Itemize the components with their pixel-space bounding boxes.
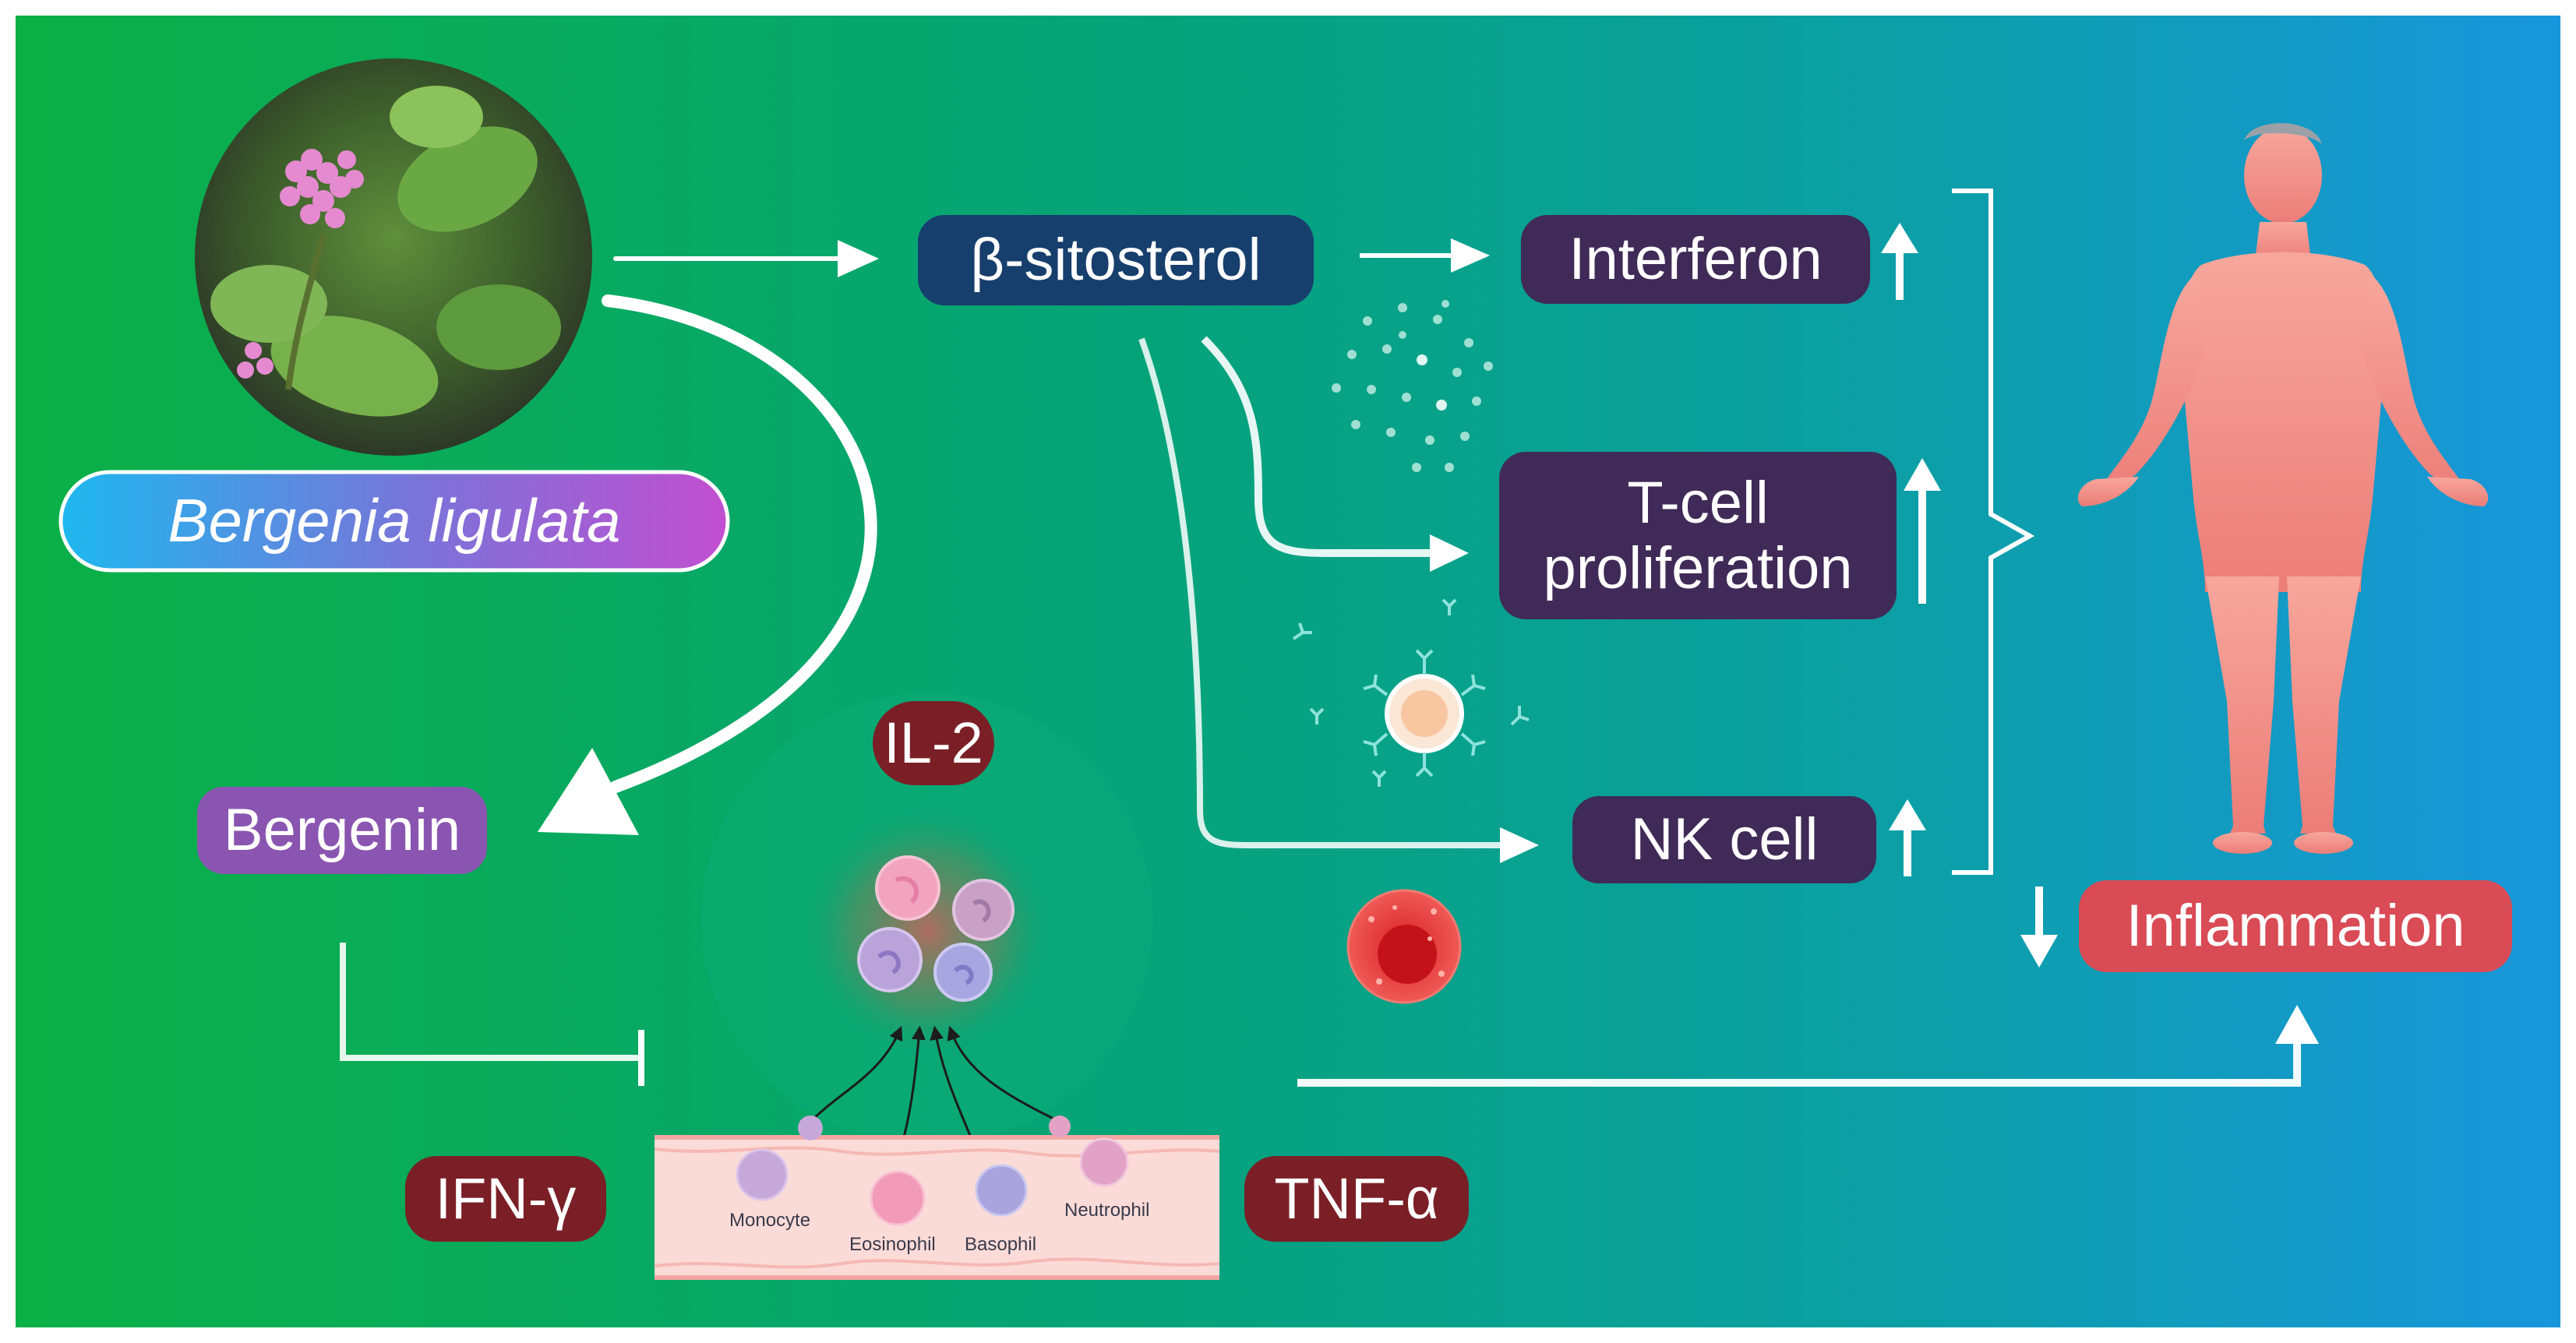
increase-arrow-interferon [1881,223,1918,300]
effects-bracket [1952,189,2035,875]
inhibition-bergenin-to-cluster [340,943,639,1061]
interferon-particles-icon [1332,300,1493,472]
arrow-plant-to-bergenin [602,294,877,793]
arrow-sitosterol-to-tcell [1201,336,1434,557]
ifn-gamma-label: IFN-γ [405,1156,606,1242]
increase-arrow-tcell [1904,458,1941,604]
interferon-label: Interferon [1521,215,1870,304]
tcell-label-line1: T-cell [1627,469,1769,536]
decrease-arrow-inflammation [2020,887,2058,968]
human-body-icon [2077,127,2489,854]
tnf-alpha-label: TNF-α [1244,1156,1469,1242]
arrow-sitosterol-to-nkcell [1138,337,1504,848]
sitosterol-label: β-sitosterol [918,215,1314,305]
nkcell-label: NK cell [1572,796,1876,883]
arrowhead-plant-to-sitosterol [838,240,879,277]
tcell-proliferation-label: T-cell proliferation [1499,452,1897,619]
basophil-label: Basophil [965,1234,1037,1255]
arrow-vessel-to-inflammation [1297,1036,2301,1087]
blood-vessel-icon [654,1116,1220,1280]
il2-label: IL-2 [873,701,994,785]
arrowhead-sitosterol-to-nkcell [1500,827,1539,863]
monocyte-label: Monocyte [729,1210,811,1231]
immune-cell-cluster-icon [701,693,1153,1145]
t-cell-icon [1292,598,1530,787]
nk-cell-icon [1346,889,1462,1004]
increase-arrow-nkcell [1889,799,1926,876]
plant-name: Bergenia ligulata [168,486,621,555]
inflammation-label: Inflammation [2079,880,2512,972]
migration-arrows [809,1025,1060,1146]
eosinophil-label: Eosinophil [849,1234,936,1255]
bergenin-label: Bergenin [197,787,487,874]
arrowhead-sitosterol-to-interferon [1451,238,1490,273]
arrowhead-plant-to-bergenin [538,748,639,835]
neutrophil-label: Neutrophil [1064,1200,1150,1221]
arrowhead-sitosterol-to-tcell [1430,534,1469,572]
tcell-label-line2: proliferation [1543,534,1853,601]
hair-shape [2244,123,2322,144]
plant-name-pill [58,470,730,573]
arrowhead-vessel-to-inflammation [2275,1005,2319,1044]
plant-photo-icon [195,58,592,456]
